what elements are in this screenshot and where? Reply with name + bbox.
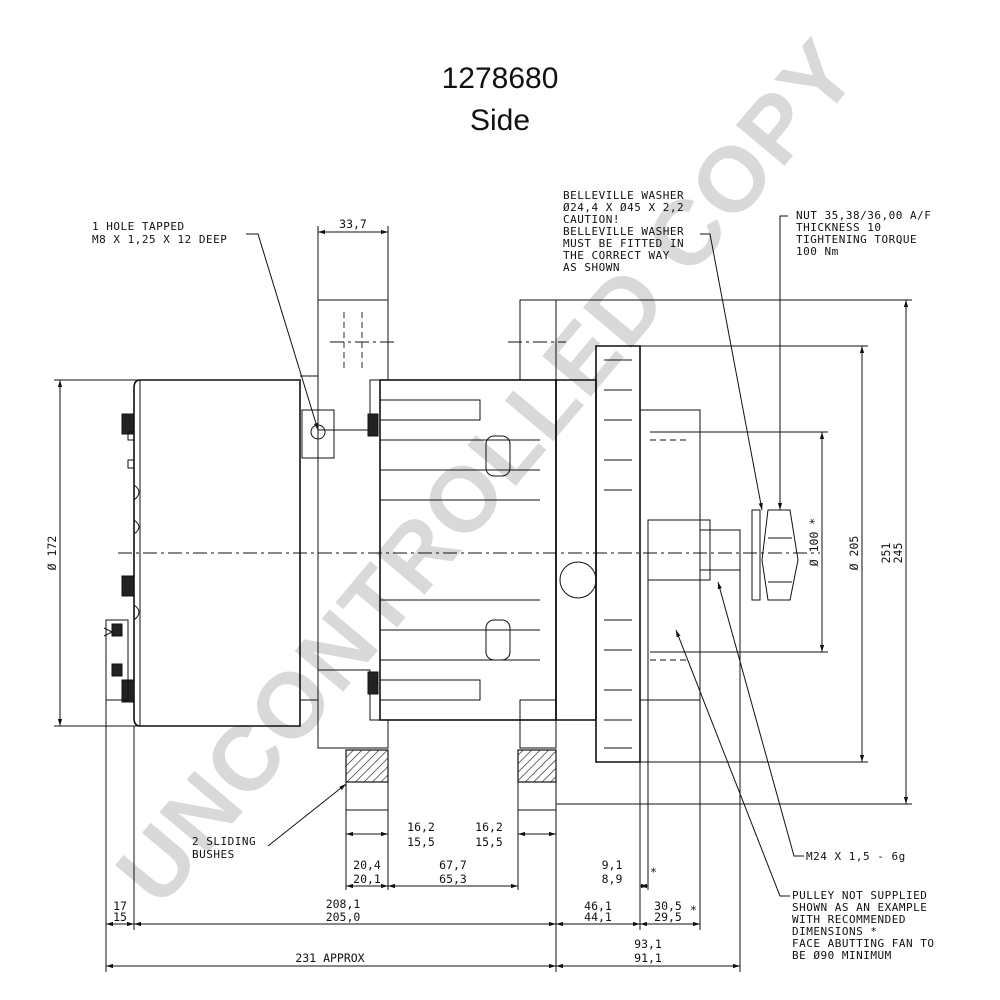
dim-17-min: 15: [113, 910, 127, 924]
note-bushes: 2 SLIDING BUSHES: [192, 835, 256, 861]
note-nut-line4: 100 Nm: [796, 245, 839, 258]
note-thread: M24 X 1,5 - 6g: [806, 850, 906, 863]
dim-46-max: 46,1: [584, 899, 612, 913]
dim-208-min: 205,0: [326, 910, 361, 924]
note-nut: NUT 35,38/36,00 A/F THICKNESS 10 TIGHTEN…: [796, 209, 931, 258]
dim-bush-left-max: 16,2: [407, 820, 435, 834]
note-pulley-line2: SHOWN AS AN EXAMPLE: [792, 901, 927, 914]
dim-245: 245: [891, 543, 905, 564]
dim-30-star: *: [690, 903, 697, 917]
dim-208-max: 208,1: [326, 897, 361, 911]
dim-17-max: 17: [113, 899, 127, 913]
dim-dia-205: Ø 205: [847, 536, 861, 571]
note-nut-line1: NUT 35,38/36,00 A/F: [796, 209, 931, 222]
note-washer-line5: MUST BE FITTED IN: [563, 237, 684, 250]
dim-46-min: 44,1: [584, 910, 612, 924]
dim-9-min: 8,9: [602, 872, 623, 886]
note-washer-line3: CAUTION!: [563, 213, 620, 226]
note-pulley-line3: WITH RECOMMENDED: [792, 913, 906, 926]
dim-9-max: 9,1: [602, 858, 623, 872]
dim-20-max: 20,4: [353, 858, 381, 872]
note-washer-line6: THE CORRECT WAY: [563, 249, 670, 262]
note-pulley-line6: BE Ø90 MINIMUM: [792, 949, 892, 962]
dim-9-star: *: [650, 865, 657, 879]
dim-20-min: 20,1: [353, 872, 381, 886]
alternator-body: [103, 299, 799, 811]
note-washer-line1: BELLEVILLE WASHER: [563, 189, 684, 202]
note-bushes-line2: BUSHES: [192, 848, 235, 861]
note-washer-line4: BELLEVILLE WASHER: [563, 225, 684, 238]
note-washer-line7: AS SHOWN: [563, 261, 620, 274]
dim-bush-right-min: 15,5: [475, 835, 503, 849]
view-title: Side: [470, 104, 530, 137]
dim-bush-left-min: 15,5: [407, 835, 435, 849]
note-pulley-line1: PULLEY NOT SUPPLIED: [792, 889, 927, 902]
dimension-labels: 33,7 Ø 172 Ø 100 * Ø 205 251 245 16,2 15…: [45, 217, 905, 965]
note-pulley: PULLEY NOT SUPPLIED SHOWN AS AN EXAMPLE …: [792, 889, 934, 962]
note-nut-line2: THICKNESS 10: [796, 221, 881, 234]
dim-33-7: 33,7: [339, 217, 367, 231]
note-pulley-line5: FACE ABUTTING FAN TO: [792, 937, 934, 950]
dim-bush-right-max: 16,2: [475, 820, 503, 834]
note-washer: BELLEVILLE WASHER Ø24,4 X Ø45 X 2,2 CAUT…: [563, 189, 684, 274]
note-hole: 1 HOLE TAPPED M8 X 1,25 X 12 DEEP: [92, 220, 227, 246]
dim-30-min: 29,5: [654, 910, 682, 924]
note-washer-line2: Ø24,4 X Ø45 X 2,2: [563, 201, 684, 214]
dim-dia-100: Ø 100 *: [807, 518, 821, 566]
note-bushes-line1: 2 SLIDING: [192, 835, 256, 848]
dim-67-max: 67,7: [439, 858, 467, 872]
dim-251: 251: [879, 543, 893, 564]
note-nut-line3: TIGHTENING TORQUE: [796, 233, 917, 246]
note-hole-line1: 1 HOLE TAPPED: [92, 220, 185, 233]
dim-dia-172: Ø 172: [45, 536, 59, 571]
dimension-lines: [54, 226, 912, 972]
dim-93-max: 93,1: [634, 937, 662, 951]
leader-lines: [246, 215, 804, 897]
dim-231-approx: 231 APPROX: [295, 951, 364, 965]
part-number-title: 1278680: [442, 62, 559, 95]
dim-30-max: 30,5: [654, 899, 682, 913]
dim-67-min: 65,3: [439, 872, 467, 886]
note-hole-line2: M8 X 1,25 X 12 DEEP: [92, 233, 227, 246]
dim-93-min: 91,1: [634, 951, 662, 965]
note-pulley-line4: DIMENSIONS *: [792, 925, 877, 938]
